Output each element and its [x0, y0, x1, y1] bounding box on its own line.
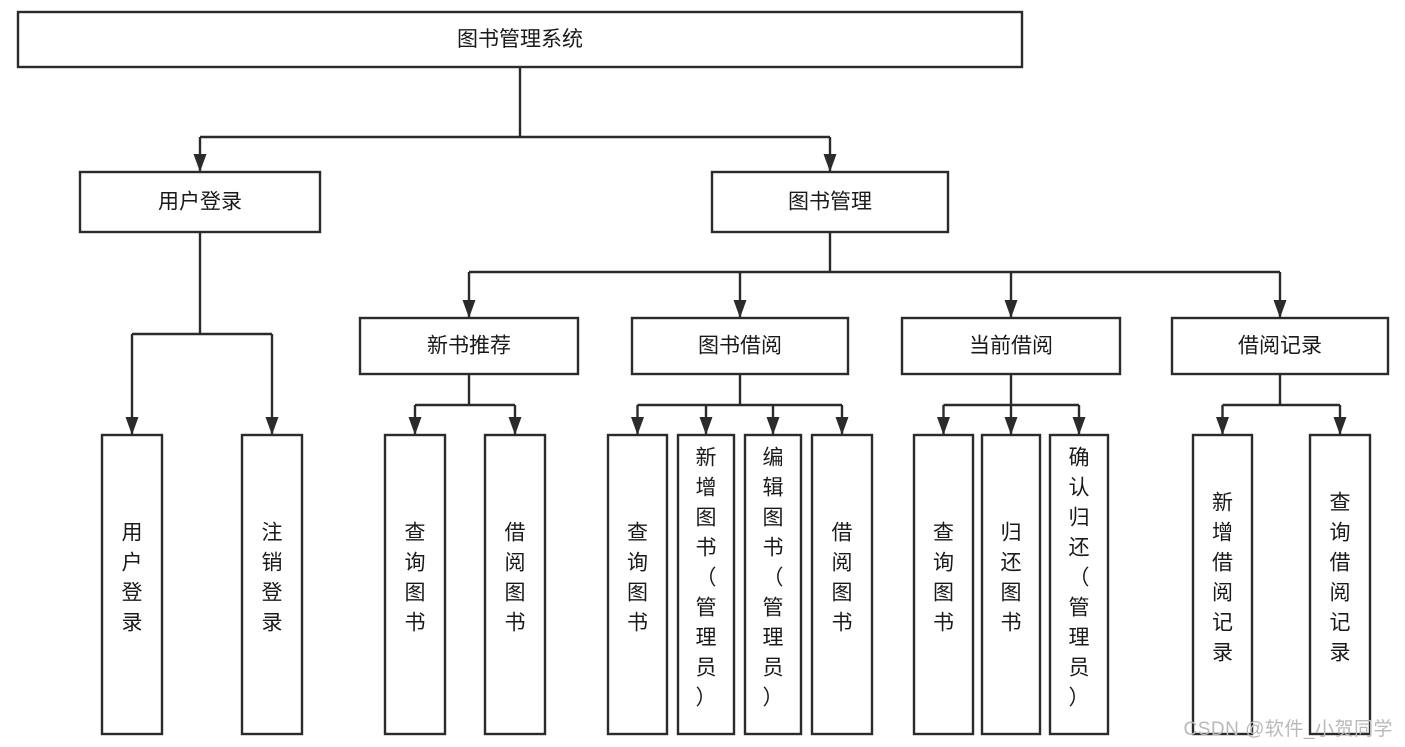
node-user-login[interactable]: 用户登录	[78, 170, 322, 234]
node-label-current-borrow: 当前借阅	[969, 335, 1053, 358]
arrow-head-icon	[462, 300, 476, 318]
node-box-leaf-confirm-return[interactable]	[1048, 433, 1110, 736]
node-box-current-borrow[interactable]	[900, 316, 1122, 376]
node-box-book-manage[interactable]	[710, 170, 950, 234]
node-label-leaf-query-book-2: 查询图书	[627, 522, 648, 635]
node-label-leaf-edit-book: 编辑图书（管理员）	[763, 447, 784, 710]
arrow-head-icon	[193, 154, 207, 172]
node-box-new-book-rec[interactable]	[358, 316, 580, 376]
node-box-leaf-return-book[interactable]	[980, 433, 1042, 736]
node-leaf-return-book[interactable]: 归还图书	[980, 433, 1042, 736]
node-label-book-manage: 图书管理	[788, 191, 872, 214]
node-leaf-query-book-1[interactable]: 查询图书	[383, 433, 447, 736]
node-box-leaf-borrow-book-2[interactable]	[810, 433, 874, 736]
node-label-leaf-add-record: 新增借阅记录	[1212, 492, 1233, 665]
node-box-leaf-query-book-2[interactable]	[606, 433, 669, 736]
node-box-leaf-query-record[interactable]	[1308, 433, 1372, 736]
node-label-leaf-user-logout: 注销登录	[262, 522, 283, 635]
node-leaf-add-record[interactable]: 新增借阅记录	[1191, 433, 1254, 736]
node-box-leaf-query-book-3[interactable]	[912, 433, 975, 736]
node-box-leaf-user-login[interactable]	[100, 433, 164, 736]
node-label-leaf-borrow-book-2: 借阅图书	[832, 522, 853, 635]
arrow-head-icon	[733, 300, 747, 318]
node-book-borrow[interactable]: 图书借阅	[630, 316, 850, 376]
node-leaf-borrow-book-2[interactable]: 借阅图书	[810, 433, 874, 736]
watermark-label: CSDN @软件_小贺同学	[1183, 719, 1393, 740]
node-label-leaf-query-book-3: 查询图书	[933, 522, 954, 635]
arrow-head-icon	[1004, 417, 1018, 435]
node-box-user-login[interactable]	[78, 170, 322, 234]
arrow-head-icon	[766, 417, 780, 435]
arrow-head-icon	[699, 417, 713, 435]
node-root[interactable]: 图书管理系统	[16, 10, 1024, 69]
node-box-book-borrow[interactable]	[630, 316, 850, 376]
node-box-root[interactable]	[16, 10, 1024, 69]
arrow-head-icon	[1273, 300, 1287, 318]
node-label-leaf-query-record: 查询借阅记录	[1330, 492, 1351, 665]
node-box-leaf-add-book[interactable]	[676, 433, 736, 736]
node-label-user-login: 用户登录	[158, 191, 242, 214]
arrow-head-icon	[1072, 417, 1086, 435]
node-new-book-rec[interactable]: 新书推荐	[358, 316, 580, 376]
node-leaf-query-record[interactable]: 查询借阅记录	[1308, 433, 1372, 736]
node-leaf-user-logout[interactable]: 注销登录	[240, 433, 304, 736]
arrow-head-icon	[508, 417, 522, 435]
node-leaf-confirm-return[interactable]: 确认归还（管理员）	[1048, 433, 1110, 736]
node-label-leaf-add-book: 新增图书（管理员）	[696, 447, 717, 710]
arrow-head-icon	[823, 154, 837, 172]
arrow-head-icon	[835, 417, 849, 435]
node-leaf-borrow-book-1[interactable]: 借阅图书	[483, 433, 547, 736]
arrow-head-icon	[937, 417, 950, 435]
node-leaf-edit-book[interactable]: 编辑图书（管理员）	[743, 433, 803, 736]
arrow-head-icon	[125, 417, 139, 435]
node-label-leaf-borrow-book-1: 借阅图书	[505, 522, 526, 635]
arrow-head-icon	[1333, 417, 1347, 435]
node-box-leaf-borrow-book-1[interactable]	[483, 433, 547, 736]
node-label-leaf-return-book: 归还图书	[1001, 522, 1022, 635]
node-book-manage[interactable]: 图书管理	[710, 170, 950, 234]
arrow-head-icon	[408, 417, 422, 435]
arrow-head-icon	[1004, 300, 1018, 318]
node-box-leaf-user-logout[interactable]	[240, 433, 304, 736]
node-label-new-book-rec: 新书推荐	[427, 335, 511, 358]
arrow-head-icon	[265, 417, 279, 435]
node-box-leaf-query-book-1[interactable]	[383, 433, 447, 736]
arrow-head-icon	[1216, 417, 1229, 435]
connector-layer	[125, 67, 1347, 435]
node-box-leaf-add-record[interactable]	[1191, 433, 1254, 736]
node-label-root: 图书管理系统	[457, 28, 583, 51]
node-leaf-add-book[interactable]: 新增图书（管理员）	[676, 433, 736, 736]
node-label-book-borrow: 图书借阅	[698, 335, 782, 358]
node-borrow-record[interactable]: 借阅记录	[1170, 316, 1390, 376]
node-label-leaf-query-book-1: 查询图书	[405, 522, 426, 635]
node-layer: 图书管理系统用户登录图书管理新书推荐图书借阅当前借阅借阅记录用户登录注销登录查询…	[16, 10, 1390, 736]
node-box-leaf-edit-book[interactable]	[743, 433, 803, 736]
node-box-borrow-record[interactable]	[1170, 316, 1390, 376]
node-current-borrow[interactable]: 当前借阅	[900, 316, 1122, 376]
node-leaf-query-book-2[interactable]: 查询图书	[606, 433, 669, 736]
node-label-leaf-user-login: 用户登录	[122, 522, 143, 635]
node-label-borrow-record: 借阅记录	[1238, 335, 1322, 358]
node-leaf-user-login[interactable]: 用户登录	[100, 433, 164, 736]
node-label-leaf-confirm-return: 确认归还（管理员）	[1069, 447, 1090, 710]
arrow-head-icon	[631, 417, 644, 435]
node-leaf-query-book-3[interactable]: 查询图书	[912, 433, 975, 736]
